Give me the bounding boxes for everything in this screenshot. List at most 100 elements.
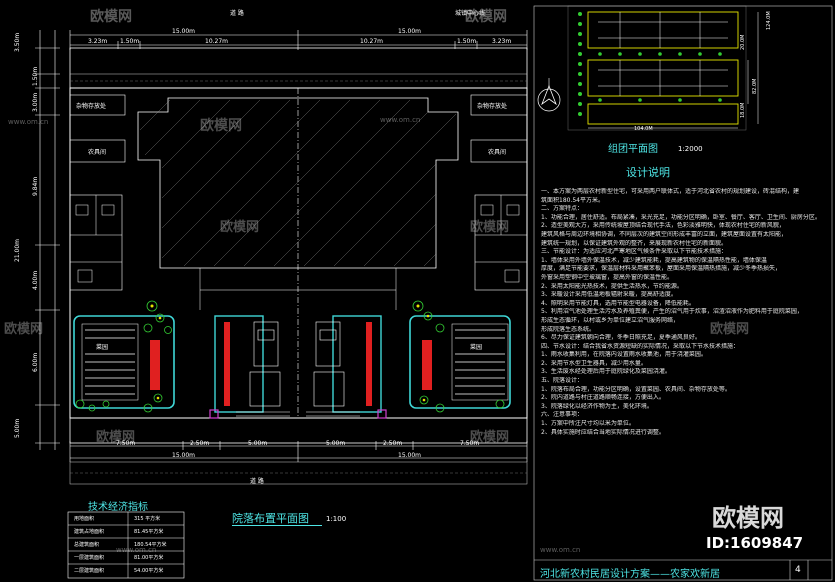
design-note-line: 五、院落设计： bbox=[541, 377, 584, 385]
overall-dim-left: 15.00m bbox=[172, 28, 196, 35]
tech-row-name: 建筑占地面积 bbox=[74, 529, 105, 535]
site-plan-scale: 1:100 bbox=[326, 515, 347, 523]
cluster-dim-width: 104.0M bbox=[634, 126, 653, 132]
top-dim-1: 3.23m bbox=[88, 38, 108, 45]
design-note-line: 2、造型美观大方，采用传统坡屋顶结合现代手法，色彩淡雅明快，体现农村住宅的新风貌… bbox=[541, 222, 785, 230]
left-dim-4: 9.84m bbox=[32, 176, 39, 196]
cluster-plan-scale: 1:2000 bbox=[678, 145, 703, 153]
cluster-dim-gap: 20.0M bbox=[740, 34, 746, 50]
design-note-line: 5、利用沼气池处理生活污水及养殖粪便，产生的沼气用于炊事，沼渣沼液作为肥料用于庭… bbox=[541, 308, 803, 316]
tech-row-value: 180.54平方米 bbox=[134, 542, 167, 548]
road-label-bottom: 道 路 bbox=[250, 478, 264, 485]
design-notes-title: 设计说明 bbox=[626, 166, 670, 179]
design-note-line: 建筑统一规划，以保证建筑外观的整齐，来展现新农村住宅的新面貌。 bbox=[541, 239, 728, 247]
design-note-line: 2、采用节水型卫生器具，减少用水量。 bbox=[541, 359, 647, 367]
design-note-line: 筑面积180.54平方米。 bbox=[541, 196, 604, 204]
top-dim-3: 10.27m bbox=[205, 38, 229, 45]
watermark-url: www.om.cn bbox=[8, 118, 49, 126]
overall-dim-bottom-right: 15.00m bbox=[398, 452, 422, 459]
tech-table-title: 技术经济指标 bbox=[88, 502, 148, 513]
watermark-url: www.om.cn bbox=[380, 116, 421, 124]
watermark-brand: 欧模网 bbox=[96, 430, 136, 445]
watermark-url: www.om.cn bbox=[540, 546, 581, 554]
page-number: 4 bbox=[795, 565, 801, 575]
left-dim-2: 1.50m bbox=[32, 66, 39, 86]
design-note-line: 1、墙体采用外墙外保温技术，减少建筑能耗，提高建筑物的保温隔热性能，墙体保温 bbox=[541, 256, 767, 264]
tech-row-name: 总建筑面积 bbox=[74, 542, 100, 548]
watermark-brand: 欧模网 bbox=[220, 220, 260, 235]
top-dim-4: 10.27m bbox=[360, 38, 384, 45]
watermark-url: www.om.cn bbox=[116, 546, 157, 554]
bottom-dim-1: 7.50m bbox=[116, 440, 136, 447]
left-dim-6: 4.00m bbox=[32, 270, 39, 290]
watermark-brand: 欧模网 bbox=[200, 118, 242, 134]
bottom-dim-6: 7.50m bbox=[460, 440, 480, 447]
bottom-dim-5: 2.50m bbox=[383, 440, 403, 447]
design-note-line: 1、功能合理，居住舒适。布局紧凑，采光充足，功能分区明确，卧室、餐厅、客厅、卫生… bbox=[541, 213, 821, 221]
design-note-line: 3、生活废水经处理后用于庭院绿化及菜园浇灌。 bbox=[541, 368, 671, 376]
watermark-brand: 欧模网 bbox=[470, 220, 510, 235]
design-note-line: 1、方案中所注尺寸均以米为单位。 bbox=[541, 420, 635, 428]
design-note-line: 6、尽力保证建筑朝向合理，冬季日照充足，夏季通风良好。 bbox=[541, 334, 701, 342]
cluster-dim-small: 18.0M bbox=[740, 102, 746, 118]
design-note-line: 2、院内道路与村庄道路顺畅连接，方便出入。 bbox=[541, 394, 665, 402]
left-dim-7: 6.00m bbox=[32, 352, 39, 372]
top-dim-2: 1.50m bbox=[120, 38, 140, 45]
tech-row-value: 81.45平方米 bbox=[134, 529, 164, 535]
footer-title: 河北新农村民居设计方案——农家欢新居 bbox=[540, 569, 720, 580]
watermark-brand: 欧模网 bbox=[465, 9, 507, 25]
top-dim-5: 1.50m bbox=[457, 38, 477, 45]
top-dim-6: 3.23m bbox=[492, 38, 512, 45]
tech-row-value: 315 平方米 bbox=[134, 516, 161, 522]
design-note-line: 建筑风格与周边环境相协调，不同层次的建筑空间形成丰富的立面，建筑屋面设置有太阳能… bbox=[541, 230, 788, 238]
bottom-dim-4: 5.00m bbox=[326, 440, 346, 447]
design-note-line: 四、节水设计：结合我省水资源短缺的实际情况，采取以下节水技术措施： bbox=[541, 342, 740, 350]
design-note-line: 六、注意事项： bbox=[541, 411, 584, 419]
bottom-dim-2: 2.50m bbox=[190, 440, 210, 447]
cluster-dim-height: 124.0M bbox=[766, 11, 772, 30]
garden-label-right: 菜园 bbox=[470, 344, 483, 351]
tech-row-value: 54.00平方米 bbox=[134, 568, 164, 574]
left-dim-5: 21.00m bbox=[14, 238, 21, 262]
design-note-line: 一、本方案为两层农村新型住宅，可采用两户联体式，适于河北省农村的规划建设，砖混结… bbox=[541, 188, 800, 195]
watermark-brand-large: 欧模网 bbox=[712, 504, 784, 532]
tech-row-name: 一层建筑面积 bbox=[74, 555, 105, 561]
tech-row-name: 用地面积 bbox=[74, 516, 95, 522]
design-notes-body: 一、本方案为两层农村新型住宅，可采用两户联体式，适于河北省农村的规划建设，砖混结… bbox=[541, 188, 827, 437]
cluster-plan-title: 组团平面图 bbox=[608, 144, 658, 155]
watermark-brand: 欧模网 bbox=[90, 9, 132, 25]
cluster-dim-row: 82.0M bbox=[752, 78, 758, 94]
design-note-line: 形成生态循环，以村或乡为单位建立沼气服务网络， bbox=[541, 316, 680, 324]
design-note-line: 形成院落生态系统。 bbox=[541, 325, 596, 333]
garden-label-left: 菜园 bbox=[96, 344, 109, 351]
design-note-line: 外窗采用塑钢中空玻璃窗，提高外窗的保温性能。 bbox=[541, 273, 674, 281]
left-dim-3: 3.00m bbox=[32, 92, 39, 112]
site-plan-title: 院落布置平面图 bbox=[232, 512, 309, 525]
design-note-line: 4、照明采用节能灯具，选用节能型电器设备，降低能耗。 bbox=[541, 299, 695, 307]
design-note-line: 1、院落布局合理，功能分区明确，设置菜园、农具间、杂物存放处等。 bbox=[541, 385, 731, 393]
left-dim-8: 5.00m bbox=[14, 418, 21, 438]
tech-row-name: 二层建筑面积 bbox=[74, 568, 105, 574]
watermark-brand: 欧模网 bbox=[710, 322, 750, 337]
road-label-top: 道 路 bbox=[230, 10, 244, 17]
design-note-line: 3、院落绿化以经济作物为主，美化环境。 bbox=[541, 402, 653, 410]
overall-dim-bottom-left: 15.00m bbox=[172, 452, 196, 459]
site-plan-title-underline bbox=[232, 525, 322, 526]
watermark-brand: 欧模网 bbox=[4, 322, 44, 337]
design-note-line: 1、雨水收集利用，在院落内设置雨水收集池，用于浇灌菜园。 bbox=[541, 351, 707, 359]
design-note-line: 2、采用太阳能光热技术，提供生活热水，节约能源。 bbox=[541, 282, 683, 290]
storage-label-right: 杂物存放处 bbox=[477, 103, 508, 110]
left-dim-1: 3.50m bbox=[14, 32, 21, 52]
design-note-line: 二、方案特点： bbox=[541, 205, 584, 213]
design-note-line: 3、采暖设计采用低温地板辐射采暖，提高舒适度。 bbox=[541, 291, 677, 299]
watermark-brand: 欧模网 bbox=[470, 430, 510, 445]
bottom-dim-3: 5.00m bbox=[248, 440, 268, 447]
farm-tool-room-right: 农具间 bbox=[488, 149, 507, 156]
design-note-line: 2、具体实施时应结合当地实际情况进行调整。 bbox=[541, 428, 665, 436]
watermark-id: ID:1609847 bbox=[706, 534, 804, 552]
tech-row-value: 81.00平方米 bbox=[134, 555, 164, 561]
design-note-line: 厚度，满足节能要求，保温层材料采用聚苯板，屋面采用保温隔热措施，减少冬季热损失， bbox=[541, 265, 782, 273]
overall-dim-right: 15.00m bbox=[398, 28, 422, 35]
